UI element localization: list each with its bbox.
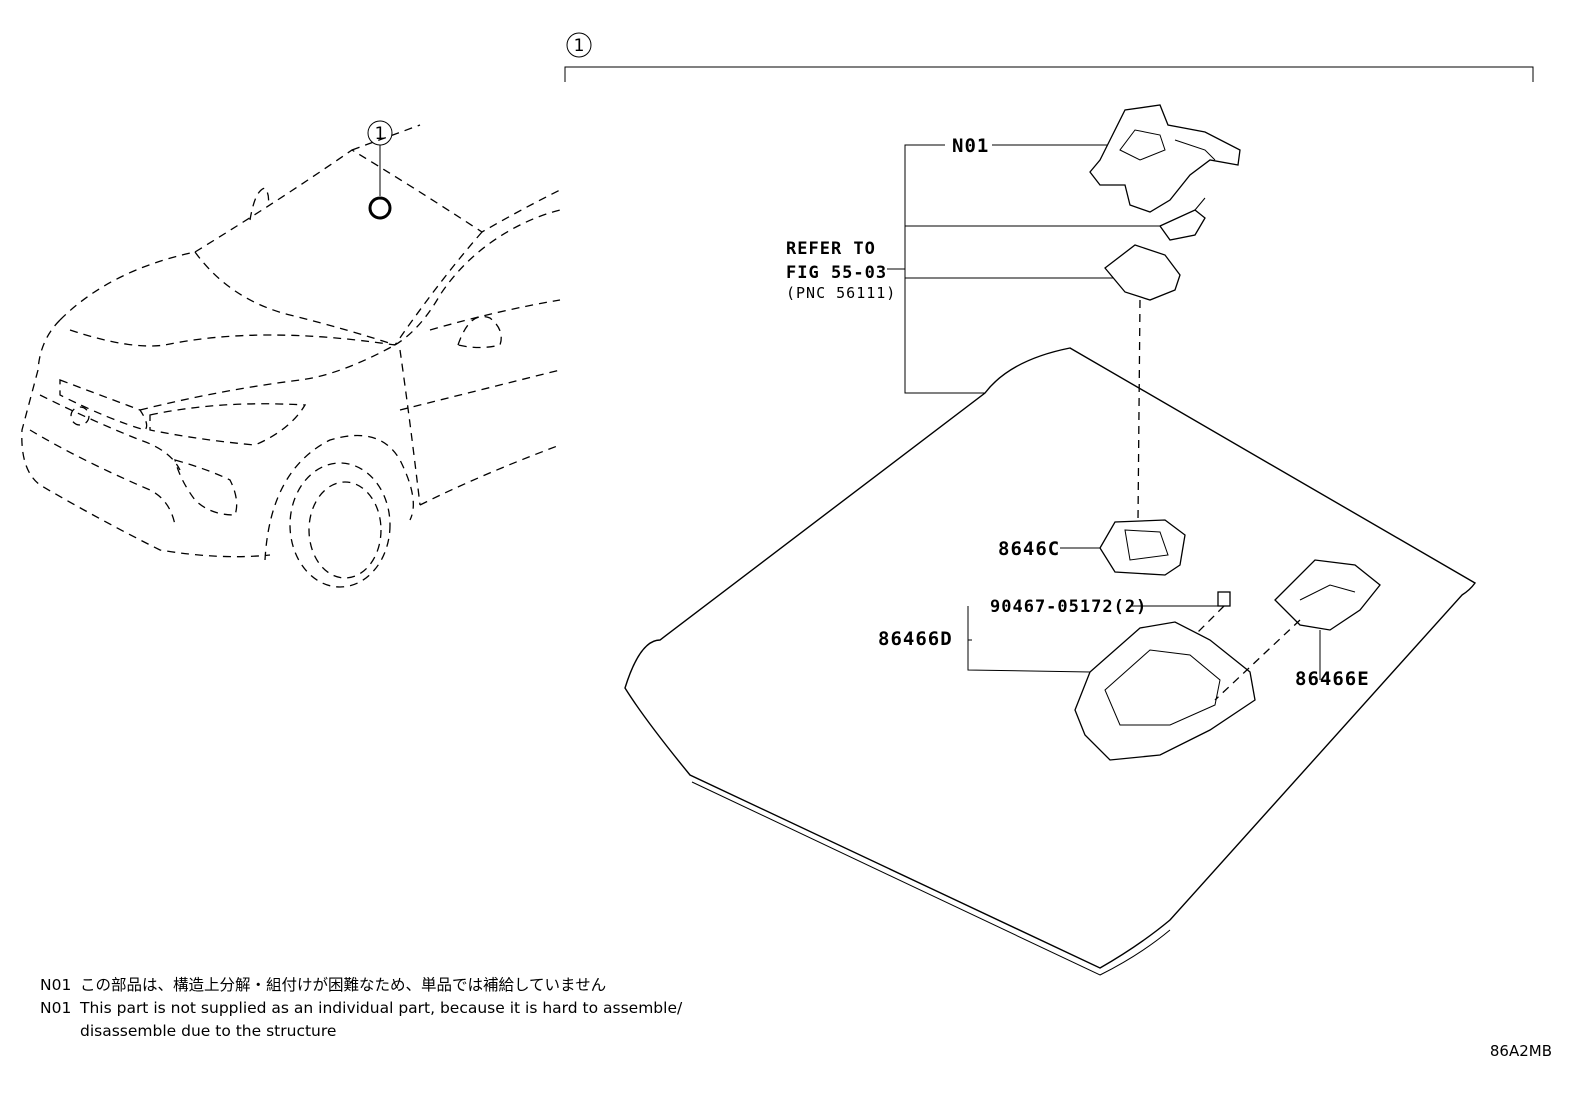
- hood-leading-edge: [139, 344, 396, 411]
- group-bracket: [564, 66, 1534, 82]
- part-8646c-camera: [1060, 519, 1186, 576]
- a-pillar: [394, 231, 483, 346]
- grille-lower: [29, 429, 176, 526]
- fog-lamp: [174, 459, 238, 516]
- label-refer-line1: REFER TO: [786, 239, 876, 259]
- note-text-ja: この部品は、構造上分解・組付けが困難なため、単品では補給していません: [80, 976, 607, 994]
- group-number: 1: [574, 36, 585, 56]
- windshield: [624, 347, 1477, 976]
- note-row-en-cont: disassemble due to the structure: [40, 1020, 682, 1043]
- camera-location-marker: [368, 196, 392, 220]
- headlamp: [149, 403, 307, 446]
- footnotes: N01 この部品は、構造上分解・組付けが困難なため、単品では補給していません N…: [40, 974, 682, 1043]
- vehicle-overview: 1: [21, 120, 561, 588]
- note-row-en: N01 This part is not supplied as an indi…: [40, 997, 682, 1020]
- group-header: 1: [564, 32, 1534, 82]
- note-text-en: This part is not supplied as an individu…: [80, 999, 683, 1017]
- grille-upper: [39, 394, 181, 471]
- part-86466d-cover: [967, 606, 1256, 761]
- label-n01: N01: [952, 135, 989, 157]
- side-mirror: [457, 316, 502, 349]
- part-n01-bracket: [1089, 104, 1241, 213]
- part-90467-screw: [1130, 591, 1231, 641]
- label-86466d: 86466D: [878, 628, 953, 650]
- front-bumper: [21, 369, 271, 558]
- note-row-ja: N01 この部品は、構造上分解・組付けが困難なため、単品では補給していません: [40, 974, 682, 997]
- label-refer-line2: FIG 55-03: [786, 263, 887, 283]
- side-window-line: [429, 299, 561, 331]
- emblem: [70, 406, 90, 426]
- roof-outline: [194, 149, 561, 253]
- grille-bar: [59, 379, 148, 431]
- diagram-id: 86A2MB: [1489, 1042, 1552, 1060]
- part-refer-sensor: [1104, 197, 1206, 301]
- windshield-glass: [624, 347, 1477, 969]
- label-8646c: 8646C: [998, 538, 1060, 560]
- label-refer-line3: (PNC 56111): [786, 284, 896, 302]
- label-90467: 90467-05172(2): [990, 597, 1147, 617]
- label-86466e: 86466E: [1295, 668, 1370, 690]
- hood-rear-edge: [194, 251, 396, 346]
- n01-bracket-line: [904, 144, 985, 394]
- note-code: N01: [40, 999, 72, 1017]
- n01-bracket: [887, 144, 1160, 394]
- note-code: N01: [40, 976, 72, 994]
- assembly-dash: [1137, 299, 1141, 521]
- door-line: [399, 349, 421, 506]
- front-wheel: [289, 462, 391, 588]
- note-text-en-cont: disassemble due to the structure: [80, 1022, 337, 1040]
- leader-86466d: [967, 639, 1091, 673]
- wheel-arch: [264, 434, 414, 561]
- hood-front: [59, 251, 196, 321]
- part-86466e-cover: [1214, 559, 1381, 701]
- hood-crease: [69, 329, 396, 347]
- rocker-line: [419, 444, 561, 506]
- location-marker-number: 1: [375, 124, 386, 144]
- group-number-circle: [566, 32, 592, 58]
- front-hub: [308, 481, 382, 579]
